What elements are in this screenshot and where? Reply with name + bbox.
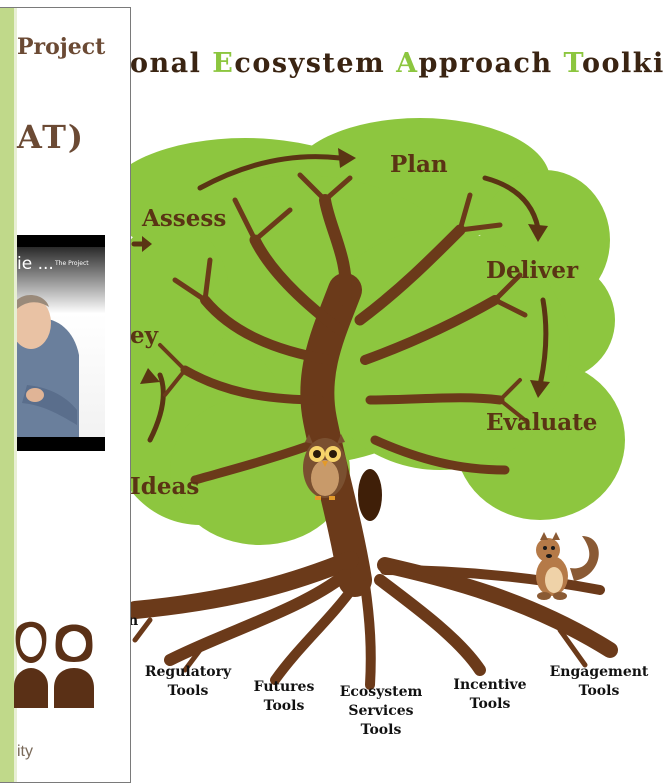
tool-label-partial: n bbox=[128, 613, 139, 629]
side-panel: Project AT) ie ... bbox=[0, 7, 131, 783]
cycle-label-plan: Plan bbox=[390, 151, 448, 178]
video-title: ie ... bbox=[17, 254, 54, 274]
owl-icon bbox=[303, 434, 347, 500]
people-icon bbox=[14, 621, 94, 708]
panel-heading: Project bbox=[17, 34, 106, 60]
tool-label-engagement: Engagement Tools bbox=[549, 664, 649, 699]
tree-trunk bbox=[158, 172, 528, 597]
tree-roots bbox=[126, 551, 618, 690]
squirrel-icon bbox=[536, 532, 599, 600]
cycle-label-assess: Assess bbox=[142, 205, 227, 232]
tool-label-regulatory: Regulatory Tools bbox=[144, 664, 232, 699]
video-thumbnail[interactable]: ie ... The Project bbox=[17, 235, 105, 451]
panel-accent-stripe bbox=[0, 8, 14, 782]
tool-label-incentive: Incentive Tools bbox=[453, 677, 527, 712]
cycle-arrows bbox=[131, 154, 549, 443]
cycle-label-deliver: Deliver bbox=[486, 257, 579, 284]
toolkit-title: onal Ecosystem Approach Toolkit bbox=[130, 48, 663, 79]
presenter-image bbox=[17, 235, 105, 451]
panel-subheading: AT) bbox=[17, 118, 86, 156]
video-channel: The Project bbox=[55, 260, 89, 267]
cycle-arrowheads bbox=[140, 148, 550, 398]
tool-label-futures: Futures Tools bbox=[253, 679, 315, 714]
panel-footer-text: ity bbox=[17, 743, 33, 760]
panel-accent-divider bbox=[14, 8, 17, 782]
cycle-label-ideas: Ideas bbox=[130, 473, 200, 500]
cycle-label-partial: ey bbox=[130, 322, 158, 349]
trunk-hollow bbox=[358, 469, 382, 521]
tree-canopy bbox=[105, 118, 625, 545]
cycle-label-evaluate: Evaluate bbox=[486, 409, 598, 436]
tool-label-ecosystem-services: Ecosystem Services Tools bbox=[339, 684, 423, 738]
